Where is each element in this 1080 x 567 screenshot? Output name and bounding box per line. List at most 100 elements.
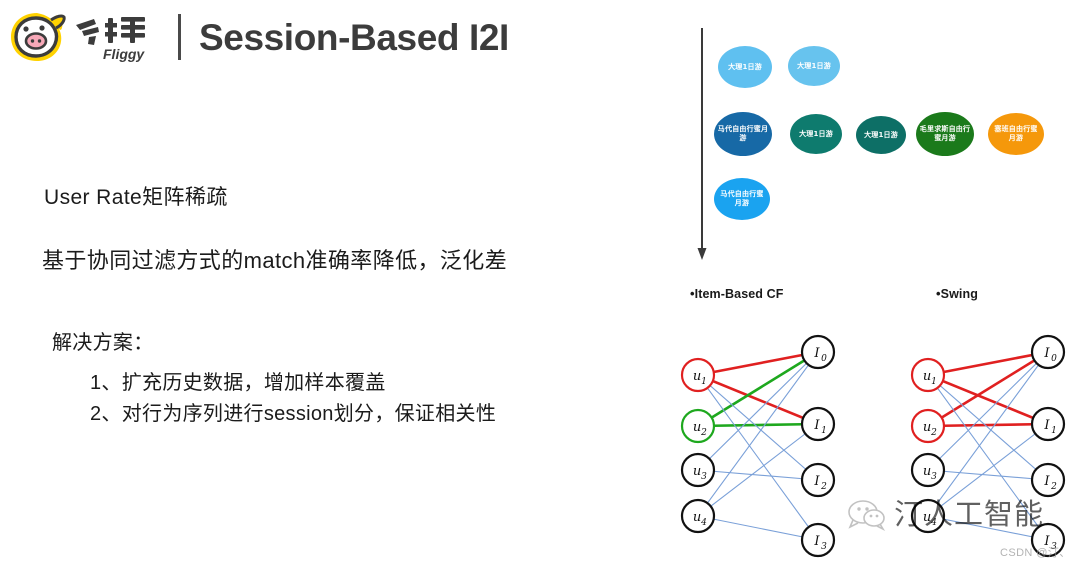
graph-edge: [697, 515, 819, 541]
graph-edge: [697, 423, 819, 517]
fliggy-wordmark: Fliggy: [72, 11, 164, 63]
graph-edge: [696, 373, 820, 426]
header-divider: [178, 14, 181, 60]
svg-text:u: u: [923, 510, 931, 525]
svg-text:u: u: [693, 464, 701, 479]
svg-text:0: 0: [821, 354, 827, 364]
svg-text:I: I: [813, 474, 820, 489]
svg-text:3: 3: [931, 472, 937, 482]
svg-text:2: 2: [930, 428, 937, 438]
solution-item-1: 1、扩充历史数据，增加样本覆盖: [90, 371, 386, 394]
algo-label-swing: •Swing: [936, 286, 978, 301]
content-body: User Rate矩阵稀疏 基于协同过滤方式的match准确率降低，泛化差 解决…: [42, 185, 642, 431]
svg-text:I: I: [1043, 534, 1050, 549]
graph-edge: [927, 351, 1049, 471]
svg-text:1: 1: [931, 377, 937, 387]
svg-text:u: u: [693, 420, 701, 435]
svg-text:4: 4: [700, 518, 707, 528]
session-node: 马代自由行蜜月游: [714, 112, 772, 156]
graph-edge: [927, 351, 1049, 517]
graph-edge: [696, 422, 820, 428]
svg-text:2: 2: [700, 428, 707, 438]
issue-line-2: 基于协同过滤方式的match准确率降低，泛化差: [42, 248, 508, 274]
graph-edge: [697, 374, 819, 481]
svg-text:2: 2: [820, 482, 827, 492]
graph-edge: [926, 373, 1050, 426]
session-node: 大理1日游: [856, 116, 906, 154]
graph-edge: [926, 422, 1050, 428]
svg-text:2: 2: [1050, 482, 1057, 492]
session-node: 大理1日游: [788, 46, 840, 86]
graph-edge: [927, 423, 1049, 517]
svg-text:1: 1: [821, 426, 827, 436]
svg-text:1: 1: [701, 377, 707, 387]
graph-edge: [696, 350, 820, 377]
svg-text:I: I: [813, 534, 820, 549]
svg-text:u: u: [923, 420, 931, 435]
csdn-watermark: CSDN @汀、: [1000, 547, 1071, 559]
svg-text:I: I: [1043, 474, 1050, 489]
svg-text:I: I: [813, 346, 820, 361]
graph-edge: [926, 350, 1050, 377]
session-node: 马代自由行蜜月游: [714, 178, 770, 220]
solution-item-2: 2、对行为序列进行session划分，保证相关性: [90, 402, 497, 425]
svg-text:u: u: [923, 464, 931, 479]
fliggy-pig-logo-icon: [6, 9, 68, 65]
svg-text:1: 1: [1051, 426, 1057, 436]
slide-header: Fliggy Session-Based I2I: [0, 6, 660, 68]
session-node: 毛里求斯自由行蜜月游: [916, 112, 974, 156]
algo-label-text-1: Swing: [940, 287, 978, 301]
timeline-arrow-icon: [696, 28, 708, 260]
svg-text:I: I: [1043, 418, 1050, 433]
svg-text:0: 0: [1051, 354, 1057, 364]
graph-edge: [697, 374, 819, 541]
graph-edge: [927, 374, 1049, 481]
svg-text:I: I: [1043, 346, 1050, 361]
bullet-icon-swing: •: [936, 286, 941, 301]
session-node: 大理1日游: [718, 46, 772, 88]
issue-line-1: User Rate矩阵稀疏: [44, 186, 228, 209]
svg-text:u: u: [693, 369, 701, 384]
graph-edge: [697, 351, 819, 471]
graph-edge: [926, 350, 1050, 428]
algo-label-text-0: Item-Based CF: [694, 287, 784, 301]
svg-text:u: u: [923, 369, 931, 384]
svg-text:u: u: [693, 510, 701, 525]
graph-edge: [927, 469, 1049, 481]
page-title: Session-Based I2I: [199, 16, 509, 58]
solution-heading: 解决方案：: [52, 331, 154, 354]
session-sequence-diagram: 大理1日游大理1日游马代自由行蜜月游大理1日游大理1日游毛里求斯自由行蜜月游塞班…: [676, 14, 1076, 264]
bullet-icon-item-based-cf: •: [690, 286, 695, 301]
graph-edge: [696, 350, 820, 428]
fliggy-latin-text: Fliggy: [103, 46, 145, 62]
svg-text:3: 3: [701, 472, 707, 482]
session-node: 大理1日游: [790, 114, 842, 154]
session-node: 塞班自由行蜜月游: [988, 113, 1044, 155]
svg-text:I: I: [813, 418, 820, 433]
svg-text:4: 4: [930, 518, 937, 528]
graph-edge: [927, 515, 1049, 541]
graph-edge: [927, 374, 1049, 541]
graph-edge: [697, 469, 819, 481]
graph-edge: [697, 351, 819, 517]
svg-text:3: 3: [821, 542, 827, 552]
